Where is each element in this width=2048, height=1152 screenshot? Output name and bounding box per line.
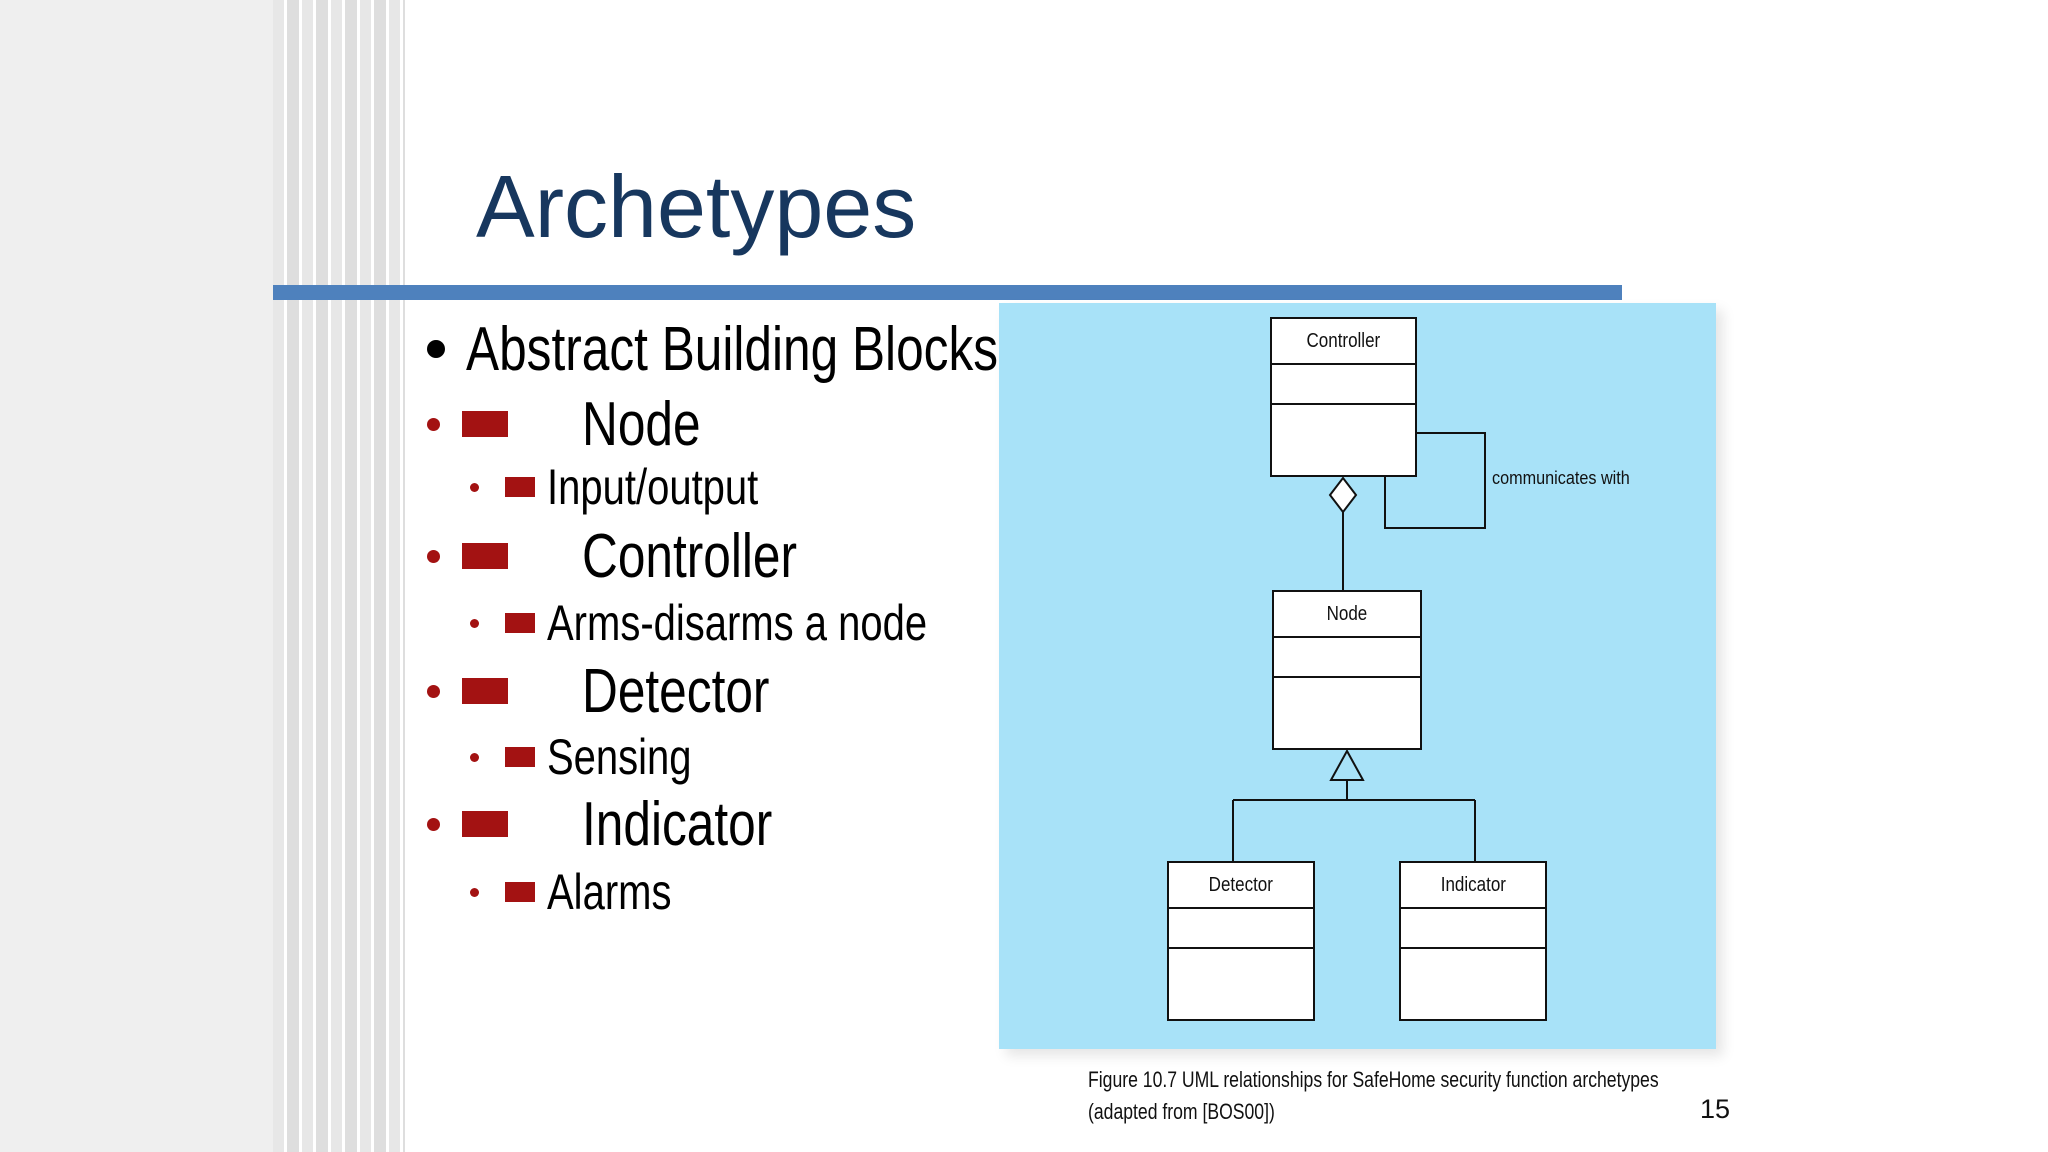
uml-class-controller: Controller	[1270, 317, 1417, 477]
bullet-square	[462, 811, 508, 837]
uml-class-name-label: Controller	[1306, 329, 1381, 352]
left-margin-panel	[0, 0, 273, 1152]
bullet-dot	[427, 340, 445, 358]
figure-caption: Figure 10.7 UML relationships for SafeHo…	[1088, 1064, 1659, 1128]
list-item: Abstract Building Blocks	[427, 312, 1131, 386]
uml-class-indicator: Indicator	[1399, 861, 1547, 1021]
title-underline-bar	[273, 285, 1622, 300]
list-item-label: Abstract Building Blocks	[466, 314, 999, 384]
bullet-dot	[427, 684, 440, 698]
uml-attributes-compartment	[1274, 638, 1420, 678]
list-item: Detector	[427, 654, 816, 728]
bullet-square	[505, 882, 535, 902]
bullet-dot	[427, 549, 440, 563]
list-item: Input/output	[470, 457, 811, 517]
uml-class-detector: Detector	[1167, 861, 1315, 1021]
list-item: Controller	[427, 519, 851, 593]
bullet-square	[462, 678, 508, 704]
bullet-dot	[427, 817, 440, 831]
list-item-label: Detector	[582, 656, 770, 726]
bullet-dot	[470, 482, 479, 492]
bullet-dot	[427, 417, 440, 431]
slide-title: Archetypes	[476, 157, 917, 256]
list-item-label: Indicator	[582, 789, 773, 859]
bullet-square	[505, 477, 535, 497]
list-item-label: Controller	[582, 521, 798, 591]
uml-class-name: Detector	[1169, 863, 1313, 909]
bullet-square	[505, 613, 535, 633]
uml-class-node: Node	[1272, 590, 1422, 750]
uml-class-name: Node	[1274, 592, 1420, 638]
bullet-square	[462, 411, 508, 437]
list-item: Arms-disarms a node	[470, 593, 1022, 653]
list-item-label: Arms-disarms a node	[547, 595, 928, 651]
list-item: Node	[427, 387, 730, 461]
pinstripe-decoration	[273, 0, 405, 1152]
self-association-line	[1384, 432, 1486, 529]
uml-diagram-panel: Controller Node Detector Indicator commu…	[999, 303, 1716, 1049]
list-item-label: Input/output	[547, 459, 759, 515]
uml-connectors	[1232, 432, 1486, 861]
uml-class-name: Controller	[1272, 319, 1415, 365]
uml-attributes-compartment	[1401, 909, 1545, 949]
generalization-triangle	[1329, 748, 1365, 781]
bullet-square	[462, 543, 508, 569]
page-number: 15	[1700, 1094, 1731, 1124]
uml-class-name-label: Node	[1326, 602, 1368, 625]
list-item: Indicator	[427, 787, 820, 861]
aggregation-diamond	[1328, 476, 1358, 514]
bullet-dot	[470, 618, 479, 628]
uml-class-name-label: Detector	[1208, 873, 1274, 896]
list-item: Alarms	[470, 862, 703, 922]
list-item-label: Node	[582, 389, 701, 459]
uml-attributes-compartment	[1272, 365, 1415, 405]
association-label: communicates with	[1492, 468, 1630, 488]
figure-caption-line1: Figure 10.7 UML relationships for SafeHo…	[1088, 1067, 1659, 1092]
uml-class-name: Indicator	[1401, 863, 1545, 909]
bullet-square	[505, 747, 535, 767]
uml-class-name-label: Indicator	[1440, 873, 1506, 896]
bullet-dot	[470, 752, 479, 762]
list-item-label: Sensing	[547, 729, 692, 785]
bullet-dot	[470, 887, 479, 897]
list-item-label: Alarms	[547, 864, 672, 920]
uml-attributes-compartment	[1169, 909, 1313, 949]
figure-caption-line2: (adapted from [BOS00])	[1088, 1099, 1275, 1124]
list-item: Sensing	[470, 727, 728, 787]
